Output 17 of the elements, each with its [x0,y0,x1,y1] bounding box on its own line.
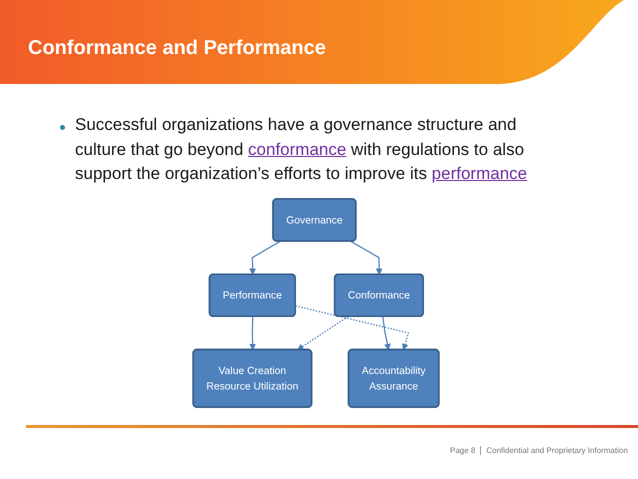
slide-title: Conformance and Performance [28,36,326,60]
arrow [249,316,256,350]
footer-text: Confidential and Proprietary Information [486,446,628,455]
arrow [350,240,382,275]
text-link: performance [432,164,528,183]
process-box: Governance [272,198,357,242]
process-box: Value Creation Resource Utilization [192,348,312,408]
text-link: conformance [248,140,346,158]
dashed-arrow [295,305,410,350]
footer-text: Page 8 [450,446,476,455]
arrow [382,316,391,350]
process-box: Accountability Assurance [348,348,440,408]
arrow [249,240,280,275]
process-box: Performance [208,273,296,318]
process-box: Conformance [334,273,424,318]
dashed-arrow [297,316,348,350]
bullet-text: Successful organizations have a governance structure and culture that go beyond conformance with regulations to also support the organization’s efforts to improve its performance [75,114,528,185]
